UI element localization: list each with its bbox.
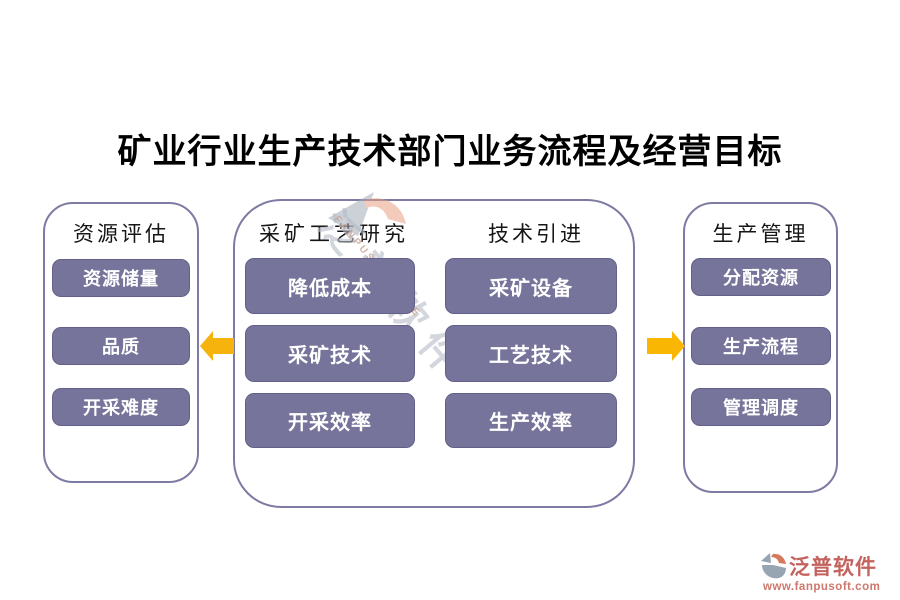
node-management-dispatch: 管理调度 xyxy=(691,388,831,426)
node-quality: 品质 xyxy=(52,327,190,365)
node-mining-difficulty: 开采难度 xyxy=(52,388,190,426)
panel-tech-introduction-title: 技术引进 xyxy=(488,222,584,246)
panel-production-management-title: 生产管理 xyxy=(712,222,809,246)
panel-resource-evaluation: 资源评估 资源储量 品质 开采难度 xyxy=(43,202,199,483)
panel-production-management: 生产管理 分配资源 生产流程 管理调度 xyxy=(683,202,838,493)
page-title: 矿业行业生产技术部门业务流程及经营目标 xyxy=(117,134,783,171)
node-production-efficiency: 生产效率 xyxy=(445,393,617,448)
arrow-left-icon xyxy=(200,331,234,361)
brand-url: www.fanpusoft.com xyxy=(763,581,881,593)
node-allocate-resources: 分配资源 xyxy=(691,258,831,296)
node-resource-reserves: 资源储量 xyxy=(52,259,190,297)
footer-logo: 泛普软件 www.fanpusoft.com xyxy=(758,551,894,593)
node-process-technology: 工艺技术 xyxy=(445,325,617,382)
arrow-right-icon xyxy=(647,331,685,361)
node-mining-efficiency: 开采效率 xyxy=(245,393,415,448)
panel-resource-evaluation-title: 资源评估 xyxy=(73,222,169,246)
node-production-process: 生产流程 xyxy=(691,327,831,365)
node-mining-technology: 采矿技术 xyxy=(245,325,415,382)
node-mining-equipment: 采矿设备 xyxy=(445,258,617,314)
panel-mining-research: 采矿工艺研究 技术引进 降低成本 采矿技术 开采效率 采矿设备 工艺技术 生产效… xyxy=(233,199,635,508)
panel-mining-process-title: 采矿工艺研究 xyxy=(259,222,409,246)
brand-name: 泛普软件 xyxy=(789,556,877,579)
node-reduce-cost: 降低成本 xyxy=(245,258,415,314)
brand-logo-icon xyxy=(761,553,786,579)
